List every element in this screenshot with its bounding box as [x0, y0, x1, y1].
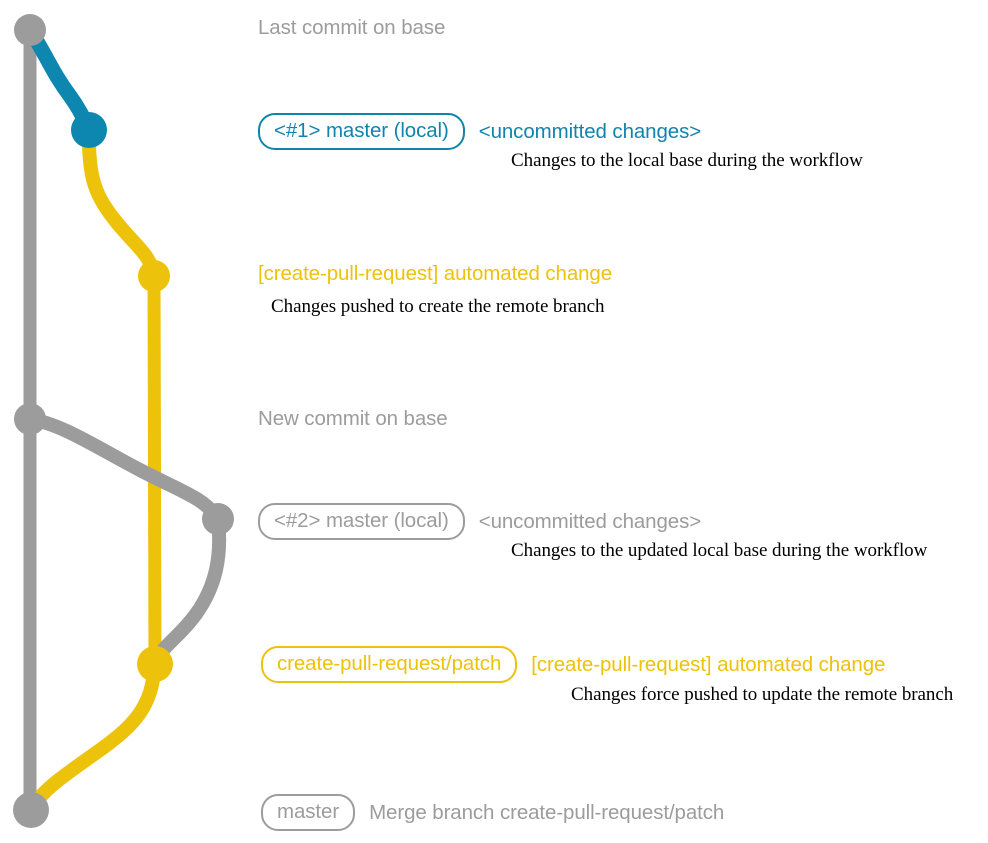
entry-headline: <uncommitted changes> [478, 119, 702, 143]
entry-automated-change-1: [create-pull-request] automated change [258, 262, 612, 286]
entry-merge-commit: master Merge branch create-pull-request/… [261, 794, 724, 831]
entry-new-commit-on-base: New commit on base [258, 407, 448, 431]
commit-node-patch-1[interactable] [138, 260, 170, 292]
entry-automated-change-2: create-pull-request/patch [create-pull-r… [261, 646, 885, 683]
commit-node-local-1[interactable] [71, 112, 107, 148]
entry-headline: [create-pull-request] automated change [258, 262, 613, 285]
entry-description: Changes to the local base during the wor… [511, 150, 863, 171]
entry-description: Changes to the updated local base during… [511, 540, 928, 561]
branch-pill-master-local-1[interactable]: <#1> master (local) [258, 113, 465, 150]
edge-patch2-to-merge [24, 657, 162, 817]
commit-node-patch-2[interactable] [137, 646, 173, 682]
entry-headline: Merge branch create-pull-request/patch [369, 800, 725, 824]
entry-description: Changes pushed to create the remote bran… [271, 296, 605, 317]
edge-local1-to-patch1 [81, 123, 161, 283]
entry-last-commit-on-base: Last commit on base [258, 16, 445, 40]
commit-node-base-2[interactable] [14, 403, 46, 435]
edge-base2-to-local2 [23, 412, 225, 526]
commit-node-local-2[interactable] [202, 503, 234, 535]
entry-local-commit-2: <#2> master (local) <uncommitted changes… [258, 503, 701, 540]
commit-node-base-1[interactable] [14, 14, 46, 46]
entry-headline: Last commit on base [258, 16, 446, 39]
branch-pill-master[interactable]: master [261, 794, 356, 831]
entry-description: Changes force pushed to update the remot… [571, 684, 954, 705]
commit-node-merge[interactable] [13, 792, 49, 828]
entry-headline: New commit on base [258, 407, 448, 430]
entry-headline: [create-pull-request] automated change [531, 652, 886, 676]
entry-local-commit-1: <#1> master (local) <uncommitted changes… [258, 113, 701, 150]
entry-headline: <uncommitted changes> [478, 509, 702, 533]
branch-pill-master-local-2[interactable]: <#2> master (local) [258, 503, 465, 540]
branch-pill-create-pull-request-patch[interactable]: create-pull-request/patch [261, 646, 518, 683]
